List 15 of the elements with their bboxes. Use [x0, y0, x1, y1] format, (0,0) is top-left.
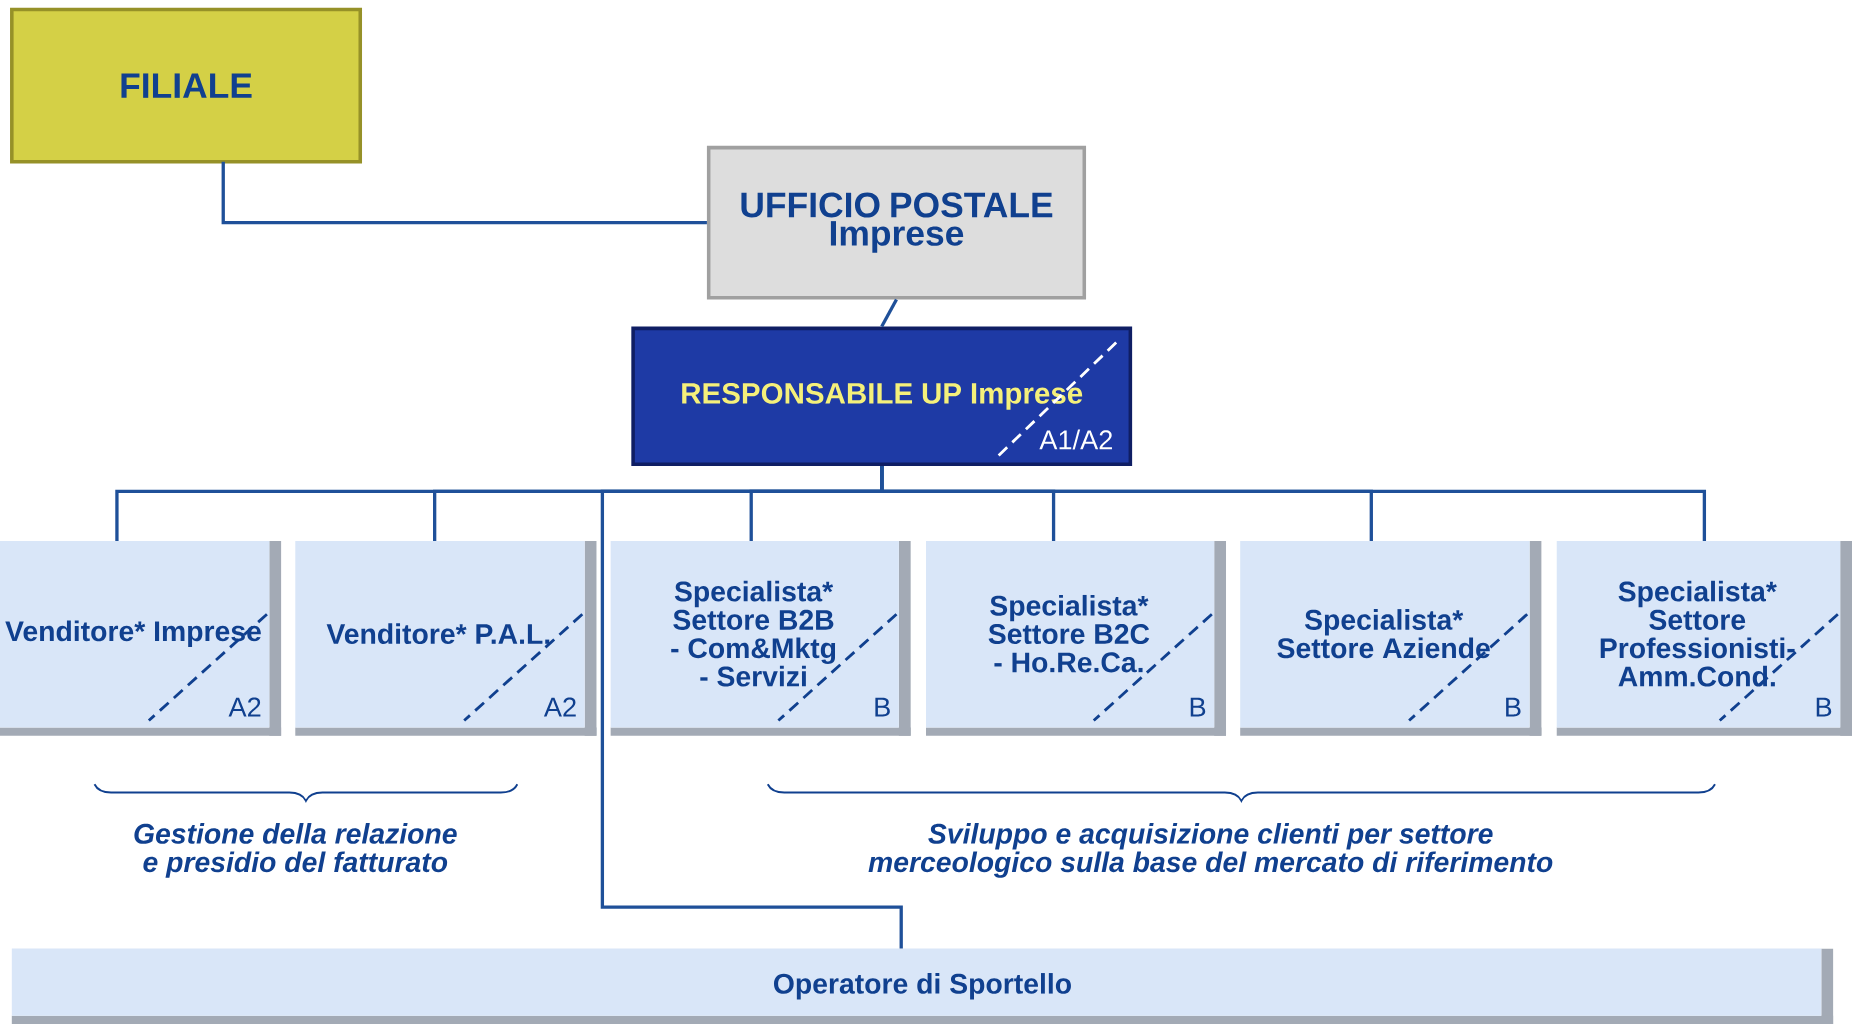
connector-line [880, 298, 898, 328]
role-box: Operatore di Sportello [11, 948, 1834, 1024]
role-box: Specialista* Settore B2B - Com&Mktg - Servizi B [610, 540, 911, 736]
group-caption: Gestione della relazione e presidio del fatturato [134, 823, 457, 878]
org-box: RESPONSABILE UP Imprese A1/A2 [631, 326, 1133, 466]
role-box: Specialista* Settore Professionisti- Amm.Cond. B [1556, 540, 1852, 736]
org-box: FILIALE [10, 7, 362, 164]
connector-line [221, 161, 707, 225]
org-box: UFFICIO POSTALE Imprese [706, 145, 1087, 300]
role-box: Venditore* P.A.L. A2 [295, 540, 597, 736]
role-box: Venditore* Imprese A2 [0, 540, 282, 736]
role-box: Specialista* Settore Aziende B [1240, 540, 1542, 736]
connector-line [600, 465, 903, 949]
group-caption: Sviluppo e acquisizione clienti per settore merceologico sulla base del mercato di riferimento [868, 823, 1553, 878]
role-box: Specialista* Settore B2C - Ho.Re.Ca. B [926, 540, 1226, 736]
